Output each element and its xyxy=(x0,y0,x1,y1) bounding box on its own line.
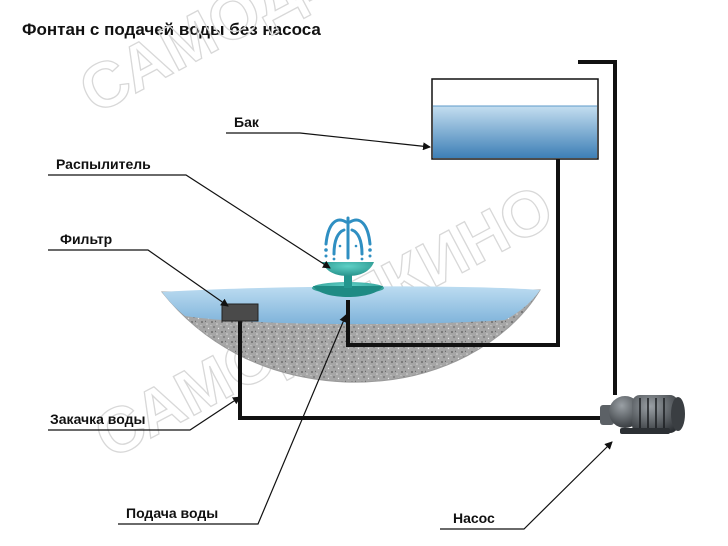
label-intake: Закачка воды xyxy=(50,411,145,427)
fountain-base xyxy=(313,286,383,297)
label-tank: Бак xyxy=(234,114,260,130)
fountain-upper-bowl xyxy=(322,262,374,276)
label-supply: Подача воды xyxy=(126,505,218,521)
leader-supply xyxy=(118,314,347,525)
leader-filter xyxy=(48,249,229,307)
leader-sprayer xyxy=(48,174,331,269)
leader-pump xyxy=(440,441,613,530)
pipe-filter-to-pump xyxy=(238,320,608,420)
label-sprayer: Распылитель xyxy=(56,156,151,172)
label-filter: Фильтр xyxy=(60,231,112,247)
leader-tank xyxy=(226,132,431,151)
pump-end-cap xyxy=(671,397,685,431)
pump xyxy=(600,395,685,434)
label-pump: Насос xyxy=(453,510,495,526)
sprayer-fountain xyxy=(312,216,384,297)
filter-box xyxy=(221,303,259,322)
fountain-stem xyxy=(344,266,352,288)
leader-intake xyxy=(48,396,241,431)
pump-feet xyxy=(620,428,670,434)
water-spray xyxy=(324,216,372,260)
page-title: Фонтан с подачей воды без насоса xyxy=(22,20,321,39)
pump-motor xyxy=(632,395,678,433)
water-drops xyxy=(324,244,372,261)
pipe-pump-to-tank xyxy=(578,60,617,395)
tank-water xyxy=(433,106,597,158)
pipe-tank-to-sprayer xyxy=(346,159,560,347)
